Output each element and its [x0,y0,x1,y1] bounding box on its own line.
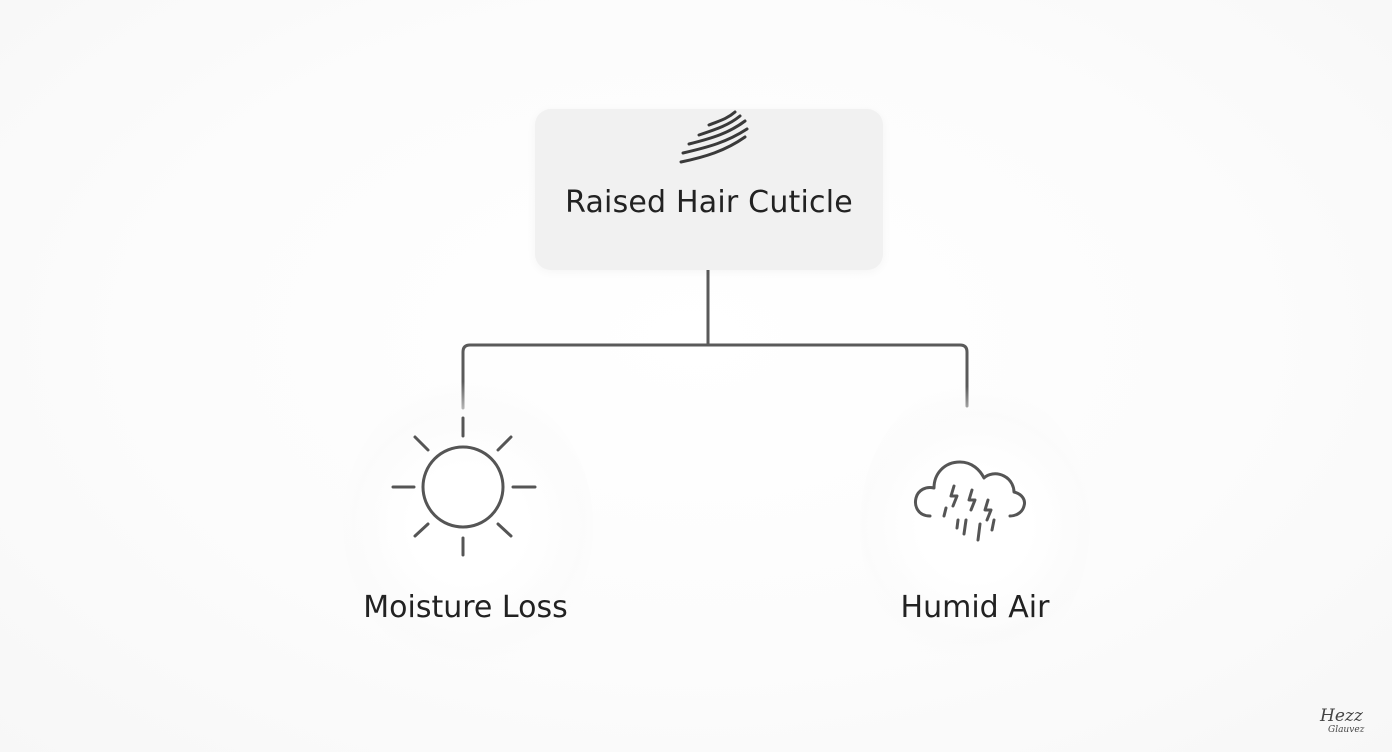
moisture-loss-glow [343,380,593,670]
hair-strands-icon [679,110,749,164]
root-node: Raised Hair Cuticle [535,109,883,270]
root-node-label: Raised Hair Cuticle [565,185,853,220]
humid-air-glow [860,380,1090,670]
rain-cloud-icon [914,460,1026,542]
watermark-line-1: Hezz [1319,706,1364,726]
signature-watermark: Hezz Glauvez [1319,706,1365,735]
moisture-loss-label: Moisture Loss [363,590,568,625]
watermark-line-2: Glauvez [1328,725,1365,735]
connector-branches [461,343,969,410]
humid-air-label: Humid Air [900,590,1050,625]
sun-icon [391,416,537,557]
